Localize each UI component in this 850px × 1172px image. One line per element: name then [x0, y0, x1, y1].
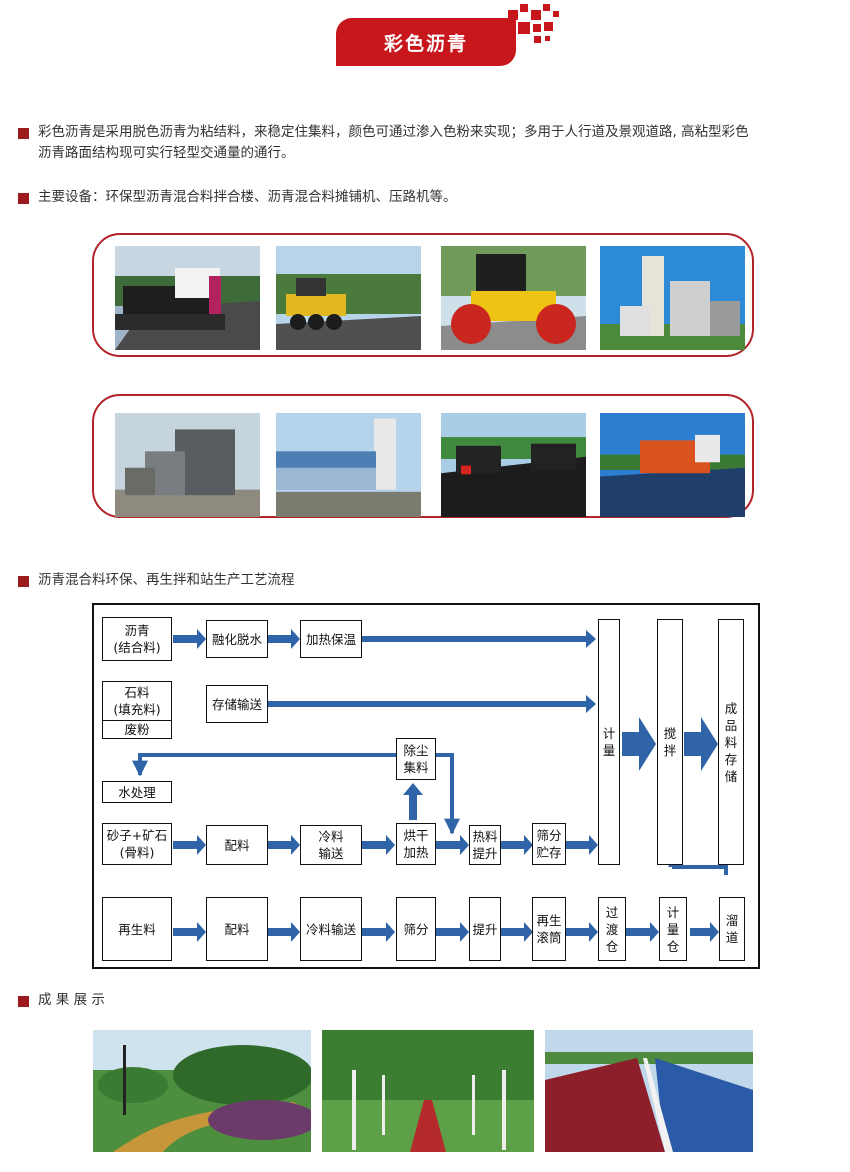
node-recycled: 再生料 [102, 897, 172, 961]
node-sand-ore: 砂子+矿石(骨料) [102, 823, 172, 865]
node-batching-2: 配料 [206, 897, 268, 961]
mixing-plant-photo [600, 246, 745, 350]
page-title: 彩色沥青 [383, 32, 468, 55]
paving-team-photo [441, 413, 586, 517]
node-metering: 计量 [598, 619, 620, 865]
tyre-roller-photo [276, 246, 421, 350]
node-dry-heat: 烘干加热 [396, 823, 436, 865]
node-waste-powder: 废粉 [102, 720, 172, 739]
bullet-icon [18, 193, 29, 204]
node-asphalt: 沥青(结合料) [102, 617, 172, 661]
node-stone: 石料(填充料) [102, 681, 172, 721]
node-batching-1: 配料 [206, 825, 268, 865]
silo-plant-photo [276, 413, 421, 517]
node-product-storage: 成品料存储 [718, 619, 744, 865]
node-transfer-bin: 过渡仓 [598, 897, 626, 961]
flow-arrows [132, 629, 728, 942]
tree-lined-path-photo [322, 1030, 534, 1152]
node-screen-store: 筛分贮存 [532, 823, 566, 865]
equipment-text: 主要设备：环保型沥青混合料拌合楼、沥青混合料摊铺机、压路机等。 [38, 189, 457, 205]
equipment-frame-2 [92, 394, 754, 518]
process-flowchart: 沥青(结合料) 融化脱水 加热保温 石料(填充料) 废粉 存储输送 除尘集料 水… [92, 603, 760, 969]
node-metering-bin: 计量仓 [659, 897, 687, 961]
bullet-icon [18, 128, 29, 139]
intro-line-1: 彩色沥青是采用脱色沥青为粘结料，来稳定住集料，颜色可通过渗入色粉来实现；多用于人… [38, 124, 749, 140]
node-screening: 筛分 [396, 897, 436, 961]
red-blue-lanes-photo [545, 1030, 753, 1152]
bullet-icon [18, 576, 29, 587]
node-melt-dehydrate: 融化脱水 [206, 620, 268, 658]
node-water-treatment: 水处理 [102, 781, 172, 803]
node-mixing: 搅拌 [657, 619, 683, 865]
node-dust-collect: 除尘集料 [396, 738, 436, 780]
drum-roller-photo [441, 246, 586, 350]
spray-truck-photo [600, 413, 745, 517]
node-store-convey: 存储输送 [206, 685, 268, 723]
park-path-photo [93, 1030, 311, 1152]
node-recycle-drum: 再生滚筒 [532, 897, 566, 961]
paver-photo [115, 246, 260, 350]
node-heat-keep: 加热保温 [300, 620, 362, 658]
intro-line-2: 沥青路面结构现可实行轻型交通量的通行。 [38, 145, 295, 161]
node-hot-lift: 热料提升 [469, 825, 501, 865]
node-cold-feed-1: 冷料输送 [300, 825, 362, 865]
node-cold-feed-2: 冷料输送 [300, 897, 362, 961]
plant-building-photo [115, 413, 260, 517]
node-lifting: 提升 [469, 897, 501, 961]
results-heading: 成 果 展 示 [38, 992, 105, 1008]
process-heading: 沥青混合料环保、再生拌和站生产工艺流程 [38, 572, 295, 588]
title-banner: 彩色沥青 [336, 18, 516, 66]
node-chute: 溜道 [719, 897, 745, 961]
equipment-frame-1 [92, 233, 754, 357]
bullet-icon [18, 996, 29, 1007]
